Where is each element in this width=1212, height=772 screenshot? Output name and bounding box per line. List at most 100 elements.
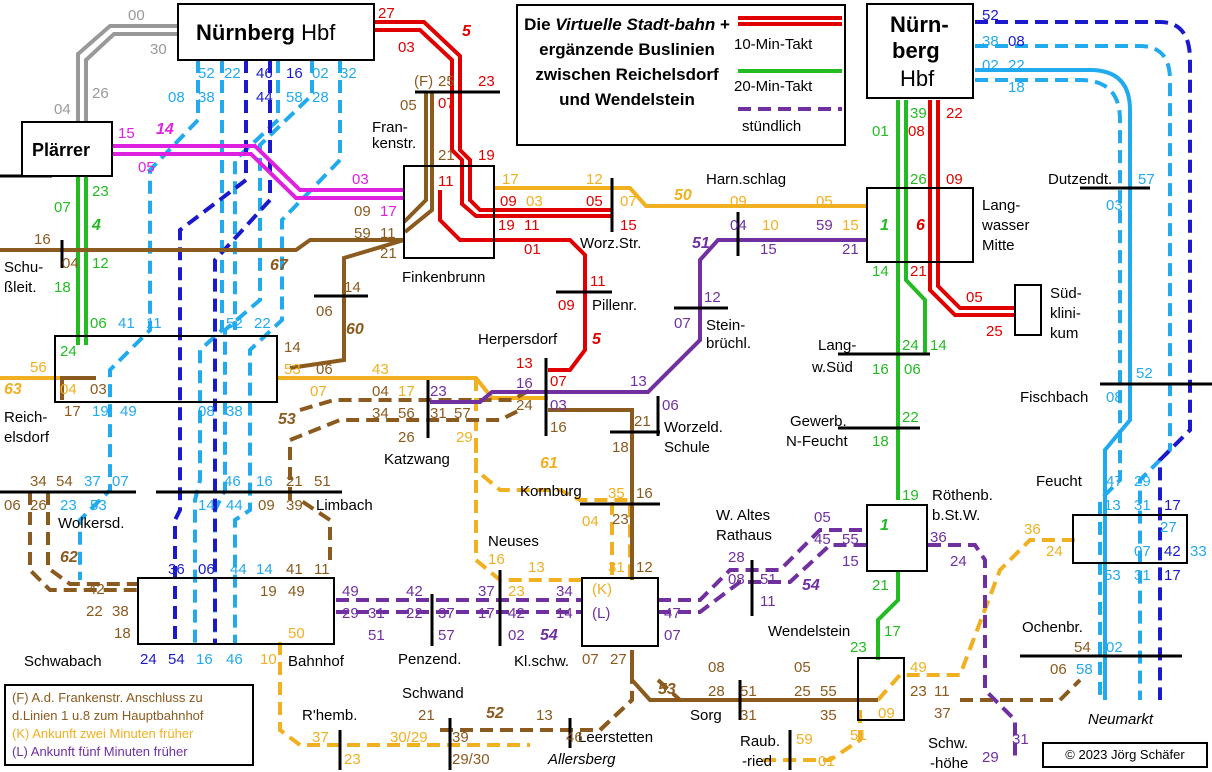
min-br-38: 38 xyxy=(112,603,129,620)
min-pu-34: 34 xyxy=(556,583,573,600)
title-pre: Die xyxy=(524,15,556,34)
min-or-43: 43 xyxy=(372,361,389,378)
min-pu-31: 31 xyxy=(368,605,385,622)
min-br-21: 21 xyxy=(438,147,455,164)
min-lb-14: 14 xyxy=(198,497,215,514)
min-grn-19: 19 xyxy=(902,487,919,504)
title-post: + ergänzende Buslinien zwischen Reichels… xyxy=(535,15,730,109)
min-grn-14a: 14 xyxy=(872,263,889,280)
min-pu-06: 06 xyxy=(662,397,679,414)
hbf-left-a: Nürnberg xyxy=(196,20,295,45)
label-steinbruechl-1: Stein- xyxy=(706,317,745,334)
purple-dashed xyxy=(336,528,1017,760)
min-or-05: 05 xyxy=(816,193,833,210)
legend-red-swatch xyxy=(738,16,842,26)
min-gray-04: 04 xyxy=(54,101,71,118)
min-pu-37: 37 xyxy=(438,605,455,622)
orange-dashed xyxy=(278,378,1080,762)
min-br-16b: 16 xyxy=(550,419,567,436)
min-br-28: 28 xyxy=(708,683,725,700)
label-harnschlag: Harn.schlag xyxy=(706,171,786,188)
min-or-01: 01 xyxy=(818,753,835,770)
min-br-54: 54 xyxy=(56,473,73,490)
navy-lines xyxy=(173,20,1192,700)
min-lb-38: 38 xyxy=(198,89,215,106)
min-grn-18a: 18 xyxy=(872,433,889,450)
min-br-03: 03 xyxy=(90,381,107,398)
min-red-15: 15 xyxy=(620,217,637,234)
min-pu-15b: 15 xyxy=(842,553,859,570)
min-br-09b: 09 xyxy=(258,497,275,514)
label-wendelstein: Wendelstein xyxy=(768,623,850,640)
min-or-10b: 10 xyxy=(260,651,277,668)
min-grn-06b: 06 xyxy=(90,315,107,332)
min-br-23b: 23 xyxy=(910,683,927,700)
label-dutzendt: Dutzendt. xyxy=(1048,171,1112,188)
min-pu-07b: 07 xyxy=(664,627,681,644)
line-label-6: 6 xyxy=(916,217,925,234)
line-label-51: 51 xyxy=(692,235,710,252)
min-pu-15: 15 xyxy=(760,241,777,258)
min-lb-52c: 52 xyxy=(1136,365,1153,382)
min-pu-45: 45 xyxy=(814,531,831,548)
label-langwasser-1: Lang- xyxy=(982,197,1020,214)
min-or-49: 49 xyxy=(910,659,927,676)
min-pu-11: 11 xyxy=(760,593,776,610)
min-red-22: 22 xyxy=(946,105,963,122)
min-or-16: 16 xyxy=(488,551,505,568)
min-lb-02b: 02 xyxy=(982,57,999,74)
min-red-07b: 07 xyxy=(550,373,567,390)
min-br-14: 14 xyxy=(344,279,361,296)
min-lb-02: 02 xyxy=(312,65,329,82)
min-or-09b: 09 xyxy=(878,705,895,722)
min-or-15: 15 xyxy=(842,217,859,234)
min-pu-36: 36 xyxy=(930,529,947,546)
min-br-31: 31 xyxy=(430,405,447,422)
min-red-25: 25 xyxy=(986,323,1003,340)
min-lb-07: 07 xyxy=(112,473,129,490)
min-grn-21: 21 xyxy=(872,577,889,594)
min-br-39: 39 xyxy=(286,497,303,514)
min-grn-24a: 24 xyxy=(902,337,919,354)
min-or-23: 23 xyxy=(508,583,525,600)
min-br-22: 22 xyxy=(86,603,103,620)
min-pu-16: 16 xyxy=(516,375,533,392)
label-neumarkt: Neumarkt xyxy=(1088,711,1154,728)
min-br-39b: 39 xyxy=(452,729,469,746)
label-finkenbrunn: Finkenbrunn xyxy=(402,269,485,286)
label-langwsued-2: w.Süd xyxy=(811,359,853,376)
label-feucht: Feucht xyxy=(1036,473,1083,490)
min-red-21: 21 xyxy=(910,263,927,280)
min-mag-15: 15 xyxy=(118,125,135,142)
min-or-07b: 07 xyxy=(310,383,327,400)
min-red-01: 01 xyxy=(524,241,541,258)
min-br-F: (F) xyxy=(414,73,433,90)
min-nv-54: 54 xyxy=(168,651,185,668)
min-br-12: 12 xyxy=(636,559,653,576)
min-gray-00: 00 xyxy=(128,7,145,24)
min-red-23: 23 xyxy=(478,73,495,90)
min-pu-59: 59 xyxy=(816,217,833,234)
min-br-51b: 51 xyxy=(740,683,757,700)
min-nv-24: 24 xyxy=(140,651,157,668)
label-gewerb-1: Gewerb. xyxy=(790,413,847,430)
label-wolkersd: Wolkersd. xyxy=(58,515,124,532)
min-br-25: 25 xyxy=(438,73,455,90)
min-pu-31b: 31 xyxy=(1012,731,1029,748)
min-grn-39: 39 xyxy=(910,105,927,122)
min-br-56: 56 xyxy=(398,405,415,422)
min-pu-55: 55 xyxy=(842,531,859,548)
min-gray-30: 30 xyxy=(150,41,167,58)
min-lb-49: 49 xyxy=(120,403,137,420)
legend-title: Die Virtuelle Stadt-bahn + ergänzende Bu… xyxy=(522,12,732,112)
min-mag-17: 17 xyxy=(380,203,397,220)
min-lb-08: 08 xyxy=(168,89,185,106)
line-label-4: 4 xyxy=(91,217,101,234)
label-limbach: Limbach xyxy=(316,497,373,514)
min-pu-08: 08 xyxy=(728,571,745,588)
note-f: (F) A.d. Frankenstr. Anschluss zu d.Lini… xyxy=(12,690,204,723)
label-langwasser-3: Mitte xyxy=(982,237,1015,254)
min-br-21b: 21 xyxy=(380,245,397,262)
min-lb-44b: 44 xyxy=(230,561,247,578)
legend-10min: 10-Min-Takt xyxy=(734,36,813,53)
